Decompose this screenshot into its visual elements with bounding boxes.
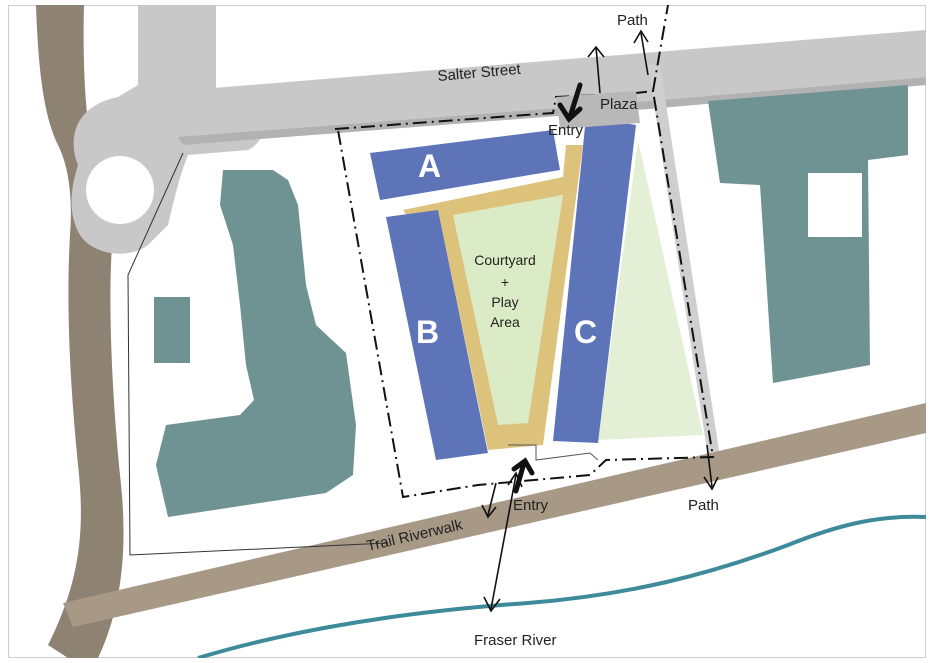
building-b-label: B	[416, 314, 439, 350]
salter-street-sidewalk	[178, 77, 926, 145]
west-road	[36, 5, 124, 658]
fraser-river-line	[197, 514, 926, 658]
building-c	[553, 117, 636, 443]
courtyard-label-1: Courtyard	[474, 252, 535, 268]
property-boundary	[334, 89, 715, 499]
path-south-label: Path	[688, 497, 719, 514]
east-path-boundary	[652, 5, 669, 92]
salter-street-road	[128, 30, 926, 137]
east-building-inset	[808, 173, 862, 237]
path-north-arrow	[633, 29, 649, 76]
building-b	[386, 210, 488, 460]
small-west-building	[154, 297, 190, 363]
path-north-label: Path	[617, 12, 648, 29]
courtyard-label-2: +	[501, 274, 509, 290]
riverwalk-down-arrow	[481, 482, 497, 519]
building-c-label: C	[574, 314, 597, 350]
building-a	[370, 130, 560, 200]
courtyard-label-3: Play	[491, 294, 518, 310]
courtyard-label-4: Area	[490, 314, 520, 330]
plaza-label: Plaza	[600, 96, 638, 113]
fraser-river-label: Fraser River	[474, 632, 557, 649]
entry-south-arrow	[511, 457, 535, 494]
open-space	[598, 140, 703, 440]
trail-riverwalk-strip	[63, 403, 926, 627]
west-l-building	[156, 170, 356, 517]
site-plan-map: A B C Courtyard + Play Area Salter Stree…	[8, 5, 926, 658]
east-path-strip	[648, 65, 720, 457]
courtyard-path	[403, 145, 583, 450]
building-a-label: A	[418, 148, 441, 184]
entry-south-label: Entry	[513, 497, 549, 514]
west-site-boundary	[127, 152, 389, 556]
cul-de-sac-island	[86, 156, 154, 224]
entry-north-label: Entry	[548, 122, 584, 139]
south-entry-bracket	[508, 444, 599, 461]
plaza-up-arrow	[587, 45, 605, 94]
river-access-arrow	[483, 471, 523, 613]
path-south-arrow	[703, 444, 719, 491]
entry-north-arrow	[557, 82, 583, 123]
